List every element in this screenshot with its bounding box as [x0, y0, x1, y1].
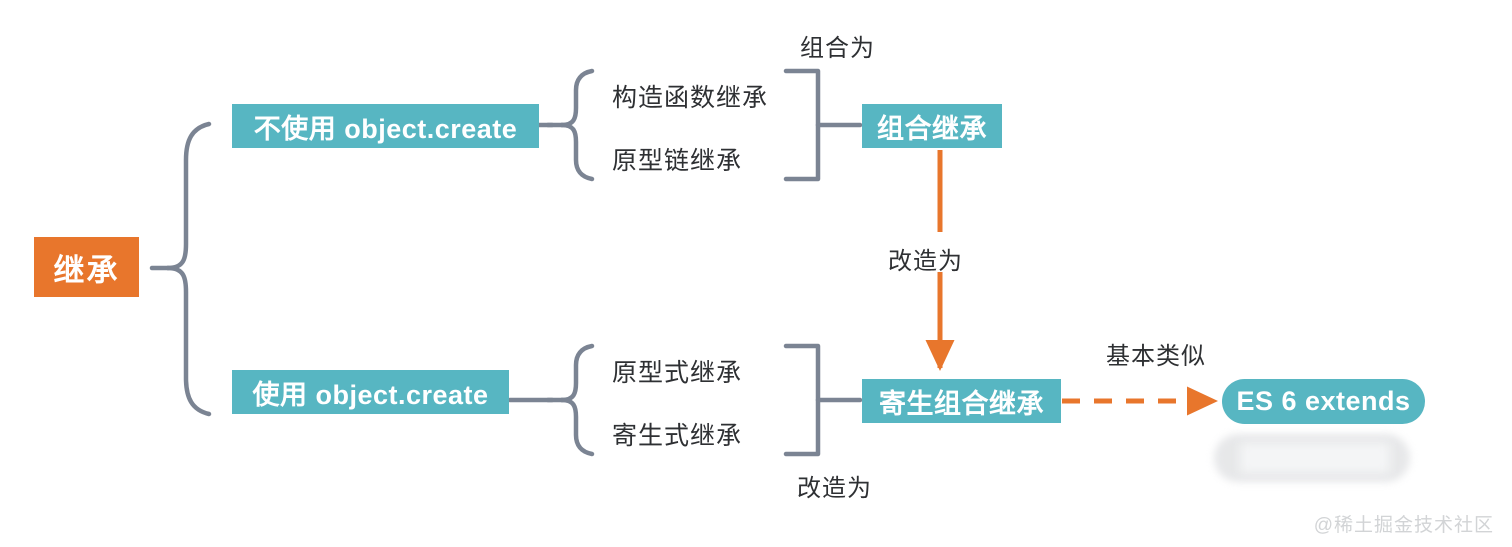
- edge-label-basically-similar: 基本类似: [1106, 343, 1206, 370]
- node-branch-no-object-create[interactable]: 不使用 object.create: [232, 104, 539, 148]
- watermark: @稀土掘金技术社区: [1313, 515, 1494, 536]
- node-combination-inheritance[interactable]: 组合继承: [862, 104, 1002, 148]
- branch-connectors: [507, 122, 555, 403]
- edge-label-transform-as-bottom: 改造为: [797, 475, 872, 502]
- leaf-parasitic-inheritance[interactable]: 寄生式继承: [612, 422, 743, 450]
- top-children-brace: [545, 68, 595, 182]
- node-branch-use-object-create[interactable]: 使用 object.create: [232, 370, 509, 414]
- leaf-prototype-chain-inheritance[interactable]: 原型链继承: [612, 147, 743, 175]
- leaf-constructor-inheritance[interactable]: 构造函数继承: [612, 84, 769, 112]
- blurred-ghost-inner: [1240, 443, 1390, 473]
- leaf-prototypal-inheritance[interactable]: 原型式继承: [612, 359, 743, 387]
- root-brace: [149, 121, 212, 417]
- top-result-bracket: [783, 68, 863, 182]
- node-parasitic-combination-inheritance[interactable]: 寄生组合继承: [862, 379, 1061, 423]
- node-es6-extends[interactable]: ES 6 extends: [1222, 379, 1425, 424]
- node-root-inheritance[interactable]: 继承: [34, 237, 139, 297]
- edge-label-combine-as: 组合为: [800, 35, 875, 62]
- bottom-children-brace: [545, 343, 595, 457]
- edge-label-transform-as-vertical: 改造为: [888, 248, 963, 275]
- bottom-result-bracket: [783, 343, 863, 457]
